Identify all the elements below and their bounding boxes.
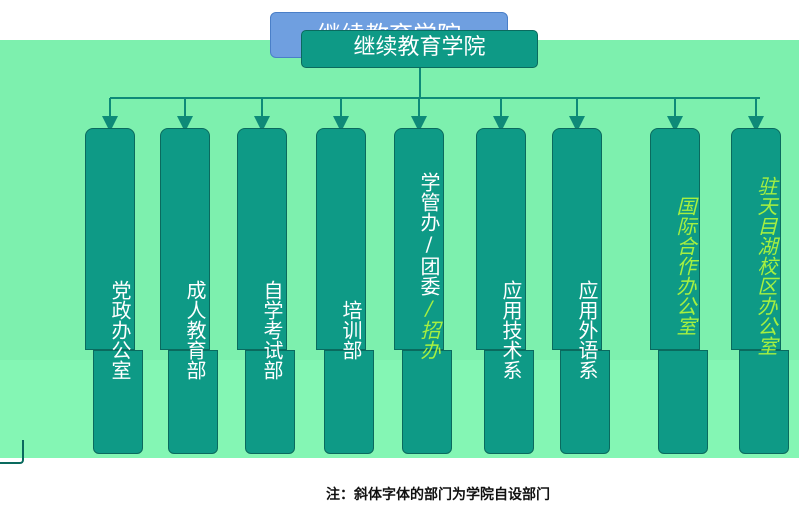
department-box-lower bbox=[560, 350, 610, 454]
department-box-upper bbox=[237, 128, 287, 350]
department-box-upper bbox=[394, 128, 444, 350]
department-box-lower bbox=[658, 350, 708, 454]
legend-note: 注：斜体字体的部门为学院自设部门 bbox=[326, 487, 550, 503]
department-node-applied-foreign-lang: 应用外语系 bbox=[552, 128, 610, 454]
department-node-student-affairs: 学管办/团委/招办 bbox=[394, 128, 452, 454]
department-node-tianmu-campus: 驻天目湖校区办公室 bbox=[731, 128, 789, 454]
department-box-upper bbox=[552, 128, 602, 350]
department-box-upper bbox=[160, 128, 210, 350]
department-box-upper bbox=[476, 128, 526, 350]
root-node-continuing-education: 继续教育学院 bbox=[301, 30, 538, 68]
department-label: 国际合作办公室 bbox=[673, 196, 697, 336]
department-label: 驻天目湖校区办公室 bbox=[754, 176, 778, 356]
department-label: 应用技术系 bbox=[499, 280, 523, 380]
department-box-upper bbox=[650, 128, 700, 350]
department-box-upper bbox=[731, 128, 781, 350]
department-label: 自学考试部 bbox=[260, 280, 284, 380]
corner-mark bbox=[0, 440, 24, 464]
department-box-upper bbox=[85, 128, 135, 350]
department-box-lower bbox=[168, 350, 218, 454]
department-box-lower bbox=[739, 350, 789, 454]
department-node-adult-education: 成人教育部 bbox=[160, 128, 218, 454]
department-box-lower bbox=[245, 350, 295, 454]
department-label-suffix: /招办 bbox=[417, 296, 441, 360]
department-label: 党政办公室 bbox=[108, 280, 132, 380]
department-box-lower bbox=[93, 350, 143, 454]
department-node-party-office: 党政办公室 bbox=[85, 128, 143, 454]
department-box-lower bbox=[402, 350, 452, 454]
department-node-international-office: 国际合作办公室 bbox=[650, 128, 708, 454]
department-label: 应用外语系 bbox=[575, 280, 599, 380]
department-box-lower bbox=[484, 350, 534, 454]
department-node-self-study-exam: 自学考试部 bbox=[237, 128, 295, 454]
department-label: 成人教育部 bbox=[183, 280, 207, 380]
department-node-training: 培训部 bbox=[316, 128, 374, 454]
department-node-applied-tech: 应用技术系 bbox=[476, 128, 534, 454]
department-label: 培训部 bbox=[339, 300, 363, 360]
department-label: 学管办/团委/招办 bbox=[417, 172, 441, 360]
department-box-upper bbox=[316, 128, 366, 350]
department-box-lower bbox=[324, 350, 374, 454]
